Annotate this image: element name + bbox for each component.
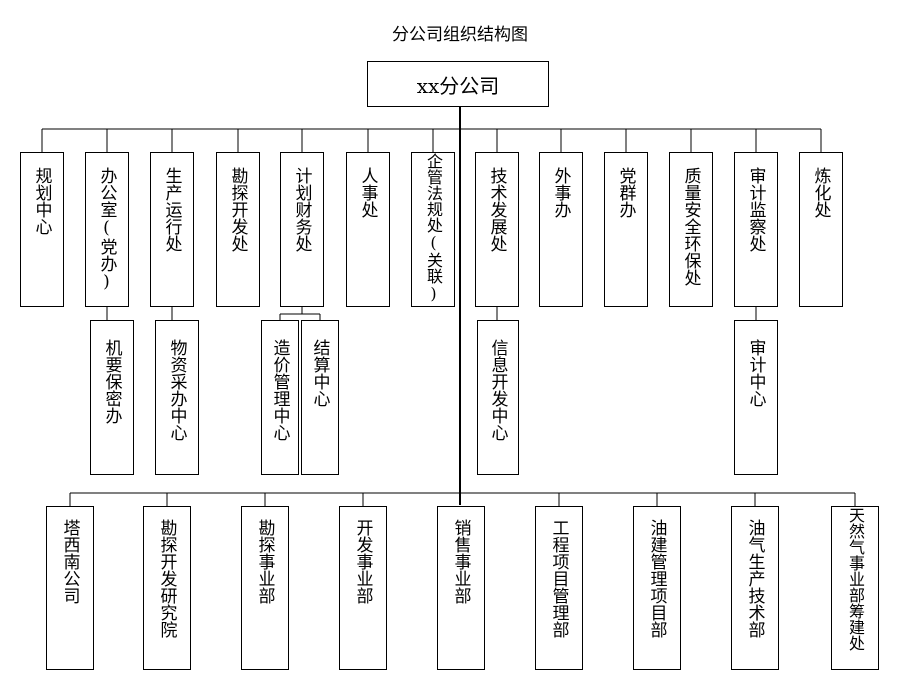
sub-label: 信息开发中心 <box>487 339 508 441</box>
bu-label: 勘探开发研究院 <box>156 519 177 638</box>
bu-label: 油气生产技术部 <box>744 519 765 638</box>
dept-refining: 炼化处 <box>799 152 843 307</box>
dept-label: 技术发展处 <box>486 167 507 252</box>
dept-audit: 审计监察处 <box>734 152 778 307</box>
sub-settlement-center: 结算中心 <box>301 320 339 475</box>
sub-label: 机要保密办 <box>101 339 122 424</box>
bu-production-tech: 油气生产技术部 <box>731 506 779 670</box>
root-label: xx分公司 <box>416 73 500 98</box>
dept-label: 党群办 <box>615 167 636 218</box>
bu-label: 销售事业部 <box>450 519 471 604</box>
bu-research-institute: 勘探开发研究院 <box>143 506 191 670</box>
sub-audit-center: 审计中心 <box>734 320 778 475</box>
sub-confidential-office: 机要保密办 <box>90 320 134 475</box>
sub-label: 结算中心 <box>309 339 330 407</box>
bu-label: 塔西南公司 <box>59 519 80 604</box>
dept-label: 外事办 <box>550 167 571 218</box>
bu-label: 天然气事业部筹建处 <box>846 507 865 651</box>
dept-foreign-affairs: 外事办 <box>539 152 583 307</box>
bu-natural-gas: 天然气事业部筹建处 <box>831 506 879 670</box>
dept-label: 办公室(党办) <box>96 167 117 292</box>
bu-label: 勘探事业部 <box>254 519 275 604</box>
sub-label: 造价管理中心 <box>269 339 290 441</box>
dept-label: 炼化处 <box>810 167 831 218</box>
bu-label: 工程项目管理部 <box>548 519 569 638</box>
dept-label: 企管法规处(关联) <box>424 153 443 303</box>
sub-cost-center: 造价管理中心 <box>261 320 299 475</box>
dept-hse: 质量安全环保处 <box>669 152 713 307</box>
dept-label: 规划中心 <box>31 167 52 235</box>
chart-title: 分公司组织结构图 <box>392 25 528 45</box>
sub-label: 物资采办中心 <box>166 339 187 441</box>
bu-label: 开发事业部 <box>352 519 373 604</box>
dept-label: 审计监察处 <box>745 167 766 252</box>
dept-label: 质量安全环保处 <box>680 167 701 286</box>
bu-taxinan: 塔西南公司 <box>46 506 94 670</box>
dept-exploration: 勘探开发处 <box>216 152 260 307</box>
sub-info-dev-center: 信息开发中心 <box>477 320 519 475</box>
dept-label: 计划财务处 <box>291 167 312 252</box>
root-node: xx分公司 <box>367 61 549 107</box>
dept-tech: 技术发展处 <box>475 152 519 307</box>
dept-production: 生产运行处 <box>150 152 194 307</box>
dept-office: 办公室(党办) <box>85 152 129 307</box>
bu-oil-construction: 油建管理项目部 <box>633 506 681 670</box>
dept-planning-center: 规划中心 <box>20 152 64 307</box>
dept-finance: 计划财务处 <box>280 152 324 307</box>
bu-engineering: 工程项目管理部 <box>535 506 583 670</box>
dept-legal: 企管法规处(关联) <box>411 152 455 307</box>
sub-label: 审计中心 <box>745 339 766 407</box>
bu-exploration: 勘探事业部 <box>241 506 289 670</box>
dept-party: 党群办 <box>604 152 648 307</box>
bu-development: 开发事业部 <box>339 506 387 670</box>
bu-label: 油建管理项目部 <box>646 519 667 638</box>
dept-label: 生产运行处 <box>161 167 182 252</box>
dept-label: 勘探开发处 <box>227 167 248 252</box>
dept-label: 人事处 <box>357 167 378 218</box>
dept-hr: 人事处 <box>346 152 390 307</box>
sub-procurement-center: 物资采办中心 <box>155 320 199 475</box>
bu-sales: 销售事业部 <box>437 506 485 670</box>
